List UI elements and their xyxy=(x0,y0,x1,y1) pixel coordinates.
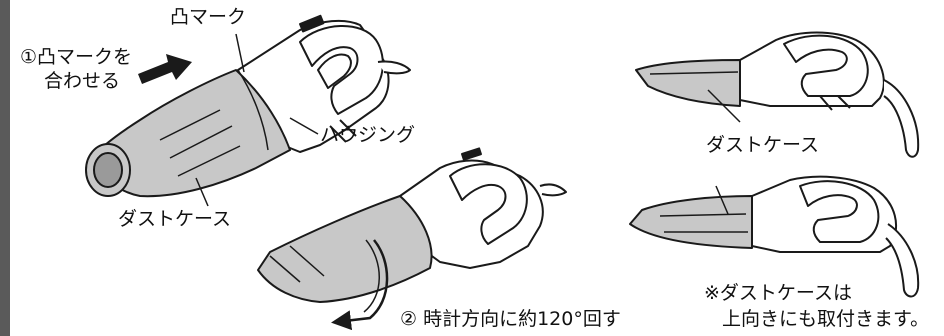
vacuum-top-right xyxy=(739,31,920,158)
handle xyxy=(299,25,384,115)
dust-case-top-left xyxy=(85,69,291,198)
label-convex-mark: 凸マーク xyxy=(170,6,247,28)
vacuum-bottom-right xyxy=(751,175,920,298)
left-edge-bar xyxy=(0,0,10,336)
label-step2: ② 時計方向に約120°回す xyxy=(400,308,621,330)
strap xyxy=(377,60,411,75)
vacuum-bottom-center xyxy=(399,147,567,269)
strap-right xyxy=(883,79,920,158)
label-note-line1: ※ダストケースは xyxy=(704,282,852,304)
label-step1-line2: 合わせる xyxy=(44,70,121,92)
strap-bottom-right xyxy=(885,223,920,298)
dust-case-bottom-center xyxy=(257,195,433,303)
vacuum-top-left xyxy=(237,14,411,153)
label-dust-case-top-right: ダストケース xyxy=(706,134,820,156)
label-note-line2: 上向きにも取付きます。 xyxy=(722,308,930,330)
label-housing: ハウジング xyxy=(320,124,416,146)
arrow-right-icon xyxy=(138,54,192,84)
label-step1-line1: ①凸マークを xyxy=(20,46,133,68)
label-dust-case-left: ダストケース xyxy=(118,208,232,230)
dust-case-bottom-right xyxy=(629,195,753,249)
dust-case-top-right xyxy=(635,59,741,107)
curved-arrow-icon xyxy=(331,239,389,331)
